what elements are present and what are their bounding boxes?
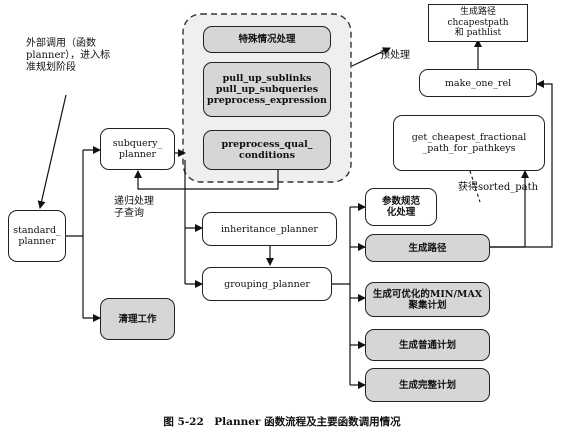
get-sorted-label: 获得sorted_path bbox=[458, 182, 539, 193]
get-cheapest-box: get_cheapest_fractional _path_for_pathke… bbox=[393, 115, 545, 171]
preprocess-arrow bbox=[351, 47, 391, 67]
preprocess-label: 预处理 bbox=[380, 50, 410, 61]
full-plan-box: 生成完整计划 bbox=[365, 368, 490, 402]
generate-path-top-label: 生成路径 chcapestpath 和 pathlist bbox=[447, 7, 509, 39]
generate-path-box: 生成路径 bbox=[365, 234, 490, 262]
normal-plan-label: 生成普通计划 bbox=[398, 339, 456, 351]
standard-planner-label: standard_ planner bbox=[13, 225, 61, 247]
full-plan-label: 生成完整计划 bbox=[398, 379, 456, 391]
figure-caption: 图 5-22 Planner 函数流程及主要函数调用情况 bbox=[163, 416, 401, 428]
pullup-box: pull_up_sublinks pull_up_subqueries prep… bbox=[203, 62, 331, 117]
preprocess-qual-label: preprocess_qual_ conditions bbox=[221, 139, 313, 161]
subquery-planner-label: subquery_ planner bbox=[112, 138, 163, 160]
external-call-arrow bbox=[37, 94, 67, 209]
grouping-planner-box: grouping_planner bbox=[202, 267, 332, 301]
minmax-plan-box: 生成可优化的MIN/MAX 聚集计划 bbox=[365, 282, 490, 317]
param-normalize-box: 参数规范 化处理 bbox=[365, 188, 437, 226]
preprocess-qual-box: preprocess_qual_ conditions bbox=[203, 130, 331, 170]
make-one-rel-label: make_one_rel bbox=[444, 77, 512, 89]
inheritance-planner-label: inheritance_planner bbox=[221, 223, 318, 235]
special-handling-box: 特殊情况处理 bbox=[203, 26, 331, 53]
special-handling-label: 特殊情况处理 bbox=[238, 34, 296, 45]
get-cheapest-label: get_cheapest_fractional _path_for_pathke… bbox=[411, 132, 527, 154]
cleanup-box: 清理工作 bbox=[100, 298, 175, 340]
pullup-label: pull_up_sublinks pull_up_subqueries prep… bbox=[207, 73, 327, 106]
param-normalize-label: 参数规范 化处理 bbox=[381, 196, 420, 218]
generate-path-top-box: 生成路径 chcapestpath 和 pathlist bbox=[428, 4, 528, 42]
external-call-label: 外部调用（函数 planner），进入标 准规划阶段 bbox=[26, 38, 111, 73]
recursive-label: 递归处理 子查询 bbox=[114, 196, 154, 219]
normal-plan-box: 生成普通计划 bbox=[365, 329, 490, 361]
inheritance-planner-box: inheritance_planner bbox=[202, 212, 337, 246]
cleanup-label: 清理工作 bbox=[118, 313, 157, 325]
minmax-plan-label: 生成可优化的MIN/MAX 聚集计划 bbox=[372, 288, 483, 311]
grouping-planner-label: grouping_planner bbox=[224, 278, 310, 290]
generate-path-label: 生成路径 bbox=[408, 242, 447, 254]
make-one-rel-box: make_one_rel bbox=[419, 69, 537, 97]
subquery-planner-box: subquery_ planner bbox=[100, 128, 175, 170]
standard-planner-box: standard_ planner bbox=[8, 210, 66, 262]
